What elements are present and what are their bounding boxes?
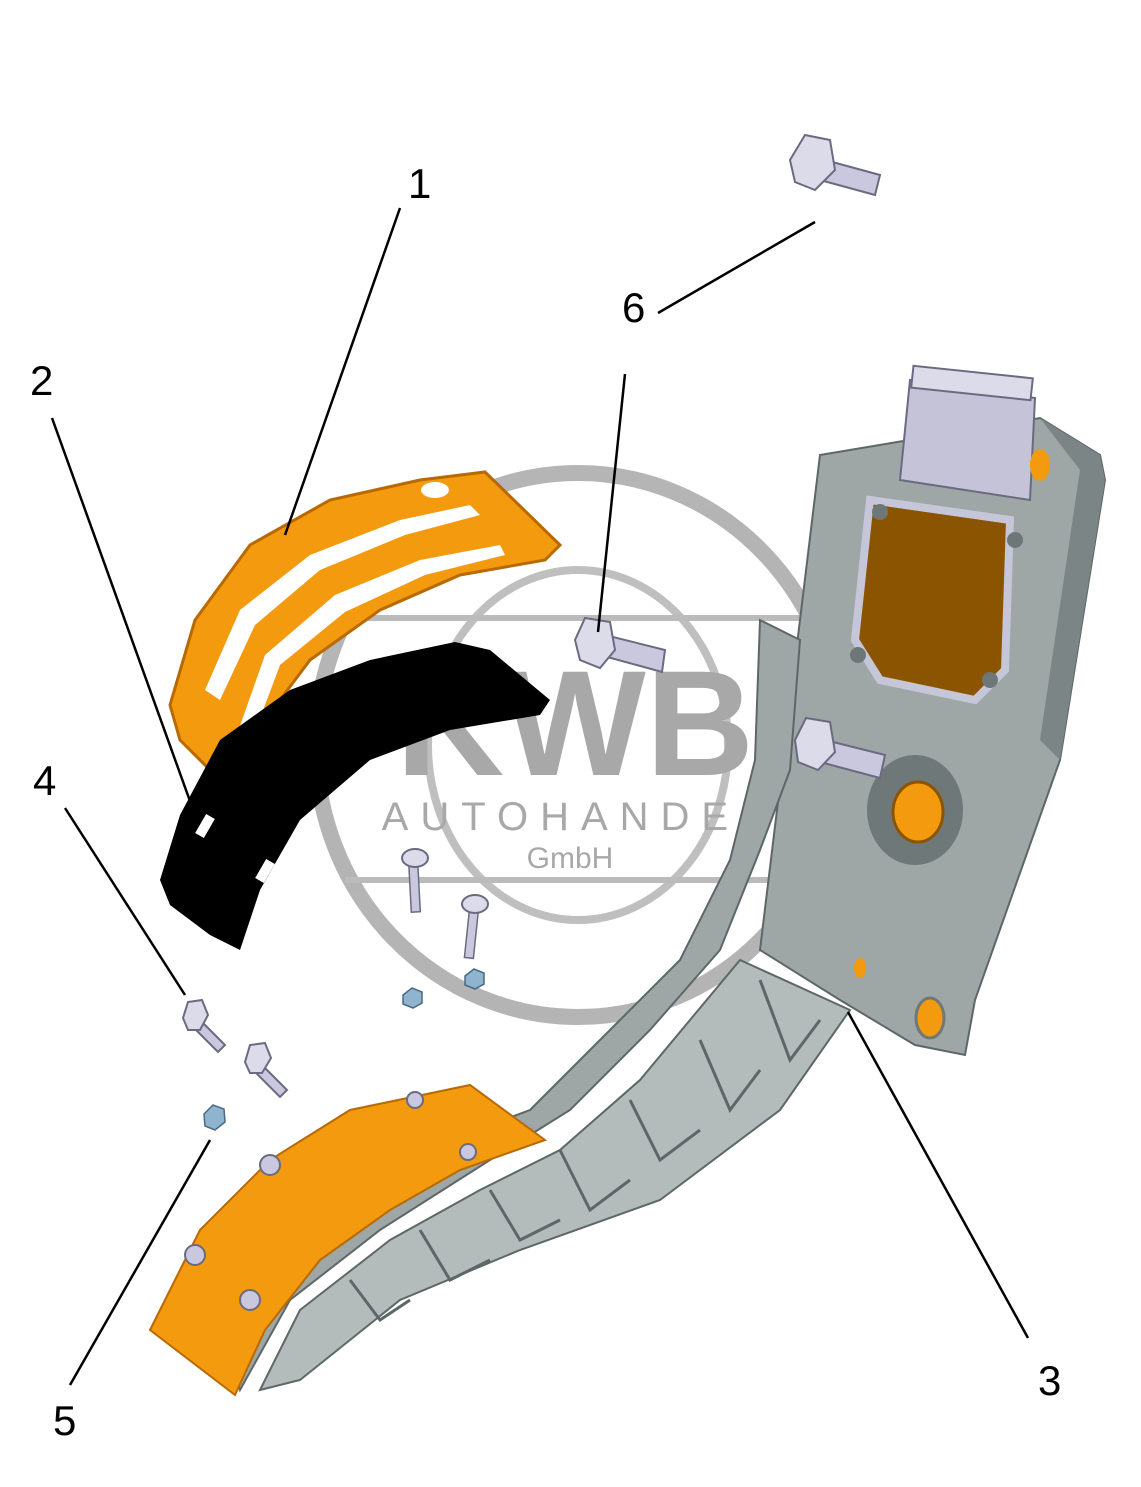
pedal-cover-slot-2 [235, 545, 505, 745]
callout-1: 1 [408, 160, 431, 207]
sensor-window [850, 495, 1015, 705]
callout-3: 3 [1038, 1357, 1061, 1404]
bolt-screw-a [401, 848, 429, 913]
bolt-4-a [181, 998, 227, 1054]
nut-b [464, 968, 485, 990]
rubber-pad-body [160, 642, 550, 950]
part-2-rubber-pad [160, 642, 550, 950]
nut-5 [203, 1104, 226, 1131]
leader-5 [68, 1139, 212, 1386]
housing-side [1040, 418, 1105, 760]
leader-3 [846, 1011, 1030, 1339]
watermark-inner-ring [424, 566, 732, 924]
arm-lattice [258, 958, 852, 1392]
sensor-screw-1 [872, 504, 888, 520]
sensor-screw-4 [982, 672, 998, 688]
foot-plate-rivet-5 [406, 1091, 424, 1109]
foot-plate-rivet-3 [239, 1289, 261, 1311]
callout-4: 4 [33, 757, 56, 804]
leader-6a [657, 220, 816, 315]
sensor-screw-3 [850, 647, 866, 663]
foot-plate [148, 1083, 548, 1397]
nut-a [402, 987, 423, 1009]
rubber-pad-slot-1 [195, 813, 215, 839]
bolt-6-mid [573, 616, 667, 674]
leader-4 [63, 807, 187, 996]
bolt-6-housing [793, 716, 887, 780]
leader-6b [596, 373, 627, 633]
foot-plate-rivet-1 [184, 1244, 206, 1266]
callout-2: 2 [30, 357, 53, 404]
mount-hole-mid [854, 958, 866, 978]
pivot-bushing [891, 780, 945, 844]
callout-6: 6 [622, 284, 645, 331]
bolt-6-top [788, 133, 882, 197]
housing-plate [758, 416, 1107, 1057]
bolt-4-b [243, 1041, 289, 1099]
callout-5: 5 [53, 1397, 76, 1444]
connector-top [910, 364, 1034, 402]
leader-2 [50, 417, 197, 816]
watermark-line1: AUTOHANDEL [382, 795, 775, 839]
mount-hole-top [1030, 449, 1050, 481]
foot-plate-rivet-4 [459, 1143, 477, 1161]
callout-labels: 1 2 3 4 5 6 [30, 160, 1061, 1444]
arm-lattice-ribs [348, 979, 822, 1323]
mount-hole-bottom [914, 996, 946, 1040]
watermark-line2: GmbH [527, 842, 614, 875]
rubber-pad-slot-2 [255, 858, 275, 884]
pedal-cover-hole [421, 482, 449, 498]
foot-plate-rivet-2 [259, 1154, 281, 1176]
part-3-pedal-assembly [148, 364, 1107, 1397]
leader-lines [50, 207, 1030, 1386]
sensor-screw-2 [1007, 532, 1023, 548]
leader-1 [283, 207, 402, 536]
pedal-cover-slot-1 [205, 505, 480, 700]
bolt-screw-b [461, 894, 489, 960]
